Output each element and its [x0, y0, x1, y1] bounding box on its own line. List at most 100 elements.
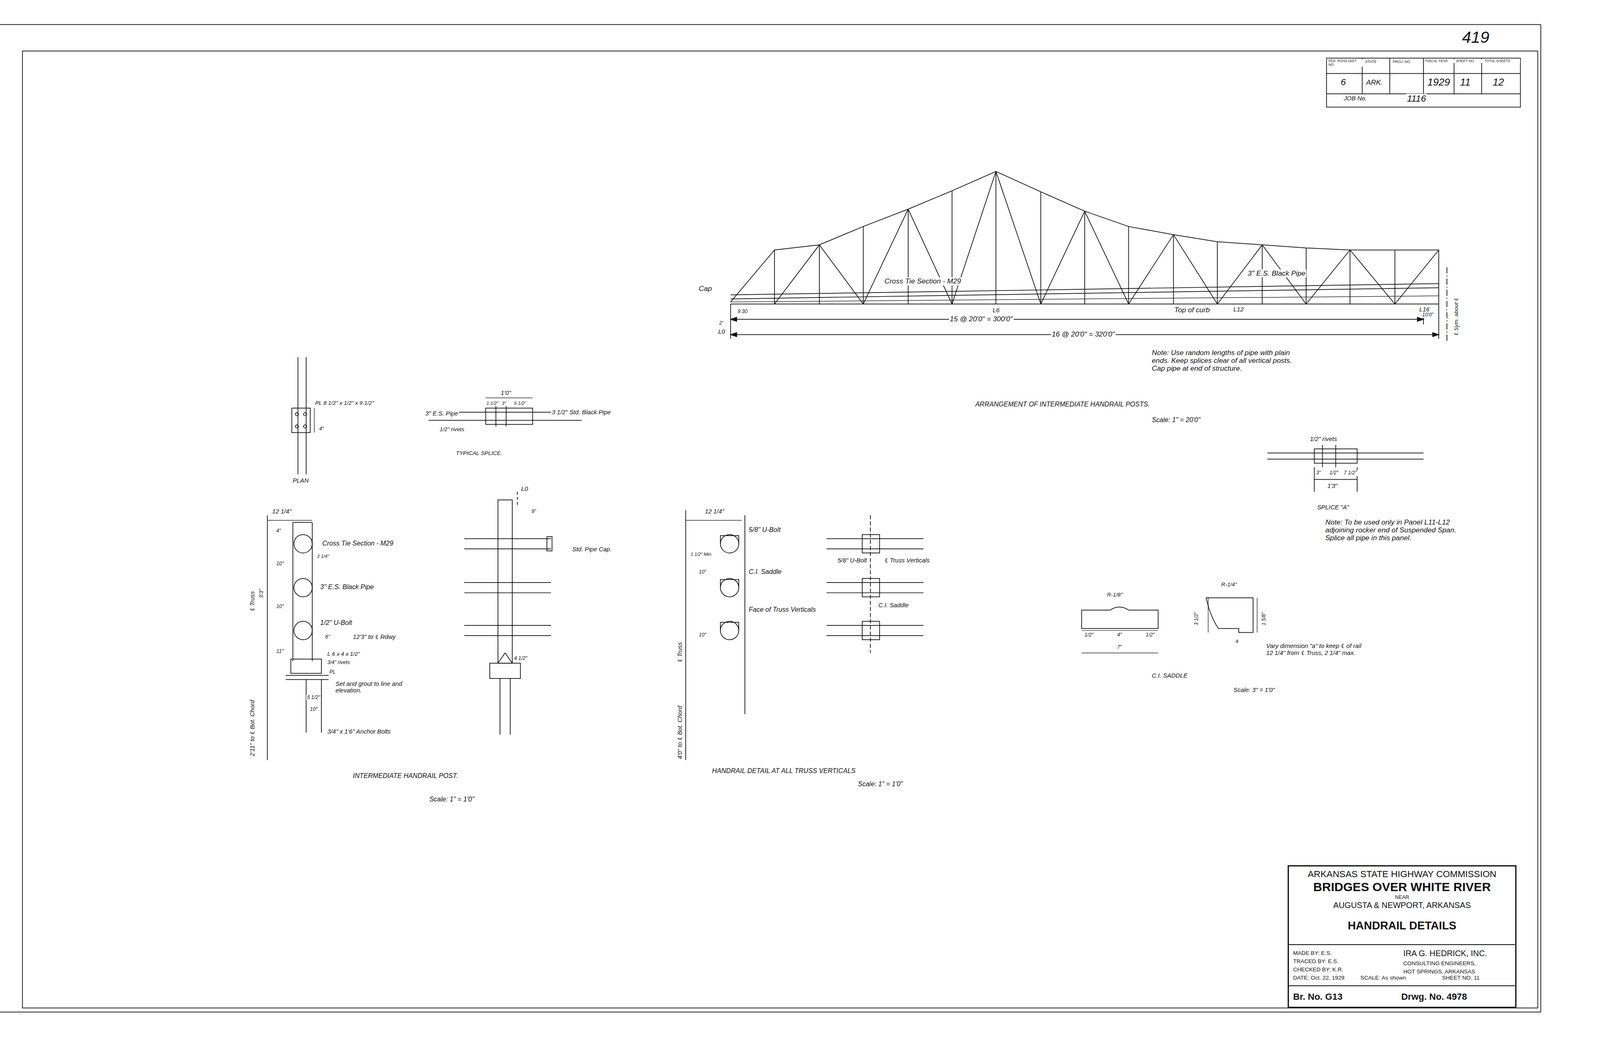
rule-line	[1288, 985, 1515, 987]
drawing-label: INTERMEDIATE HANDRAIL POST.	[351, 772, 459, 780]
drawing-label: 3" E.S. Black Pipe	[319, 583, 375, 591]
drawing-label: 3/4" rivets	[326, 660, 351, 666]
sheet-border	[0, 24, 1541, 1013]
drawing-label: ℄ Truss	[248, 590, 256, 613]
drawing-label: Set and grout to line and elevation.	[334, 680, 413, 695]
drawing-label: STATE	[1364, 60, 1377, 65]
drawing-label: 3'3"	[258, 588, 265, 600]
drawing-line	[285, 679, 329, 681]
drawing-line	[730, 318, 1424, 320]
title-text: DATE: Oct. 22, 1929	[1293, 974, 1345, 982]
title-text: TRACED BY: E.S.	[1293, 958, 1339, 965]
drawing-line	[826, 582, 924, 584]
drawing-line	[1267, 458, 1424, 460]
drawing-line	[0, 24, 1541, 26]
drawing-line	[1540, 24, 1542, 1013]
index-table	[1326, 58, 1521, 107]
drawing-label: 1929	[1426, 76, 1451, 88]
drawing-line	[1313, 467, 1315, 493]
drawing-label: TOTAL SHEETS	[1483, 59, 1520, 63]
truss-elevation	[730, 171, 1447, 342]
drawing-label: 5/8" U-Bolt	[748, 526, 782, 534]
title-text: Br. No. G13	[1293, 992, 1343, 1003]
title-text: CHECKED BY: K.R.	[1293, 966, 1344, 973]
drawing-label: Scale: 1" = 1'0"	[857, 780, 904, 789]
drawing-line	[464, 625, 552, 626]
drawing-label: Cap	[697, 284, 713, 293]
title-block: ARKANSAS STATE HIGHWAY COMMISSIONBRIDGES…	[1287, 865, 1517, 1009]
drawing-line	[293, 522, 313, 524]
drawing-line	[295, 412, 299, 416]
drawing-label: 12 1/4"	[271, 508, 293, 515]
drawing-line	[1267, 452, 1424, 454]
title-text: Drwg. No. 4978	[1401, 992, 1468, 1003]
drawing-line	[485, 397, 533, 398]
splice-a	[1267, 444, 1424, 492]
drawing-label: 5/8" U-Bolt	[836, 557, 868, 564]
drawing-label: Cross Tie Section - M29	[883, 277, 962, 286]
drawing-line	[1481, 58, 1482, 94]
drawing-line	[862, 578, 880, 598]
truss-vertical-detail	[685, 510, 924, 761]
drawing-label: ARK.	[1365, 78, 1384, 87]
drawing-line	[1207, 597, 1209, 633]
drawing-line	[1256, 597, 1258, 633]
drawing-label: L0	[717, 328, 726, 335]
drawing-label: SHEET NO.	[1455, 59, 1483, 63]
drawing-label: 1/2" U-Bolt	[319, 619, 353, 627]
drawing-label: 1 1/2"	[485, 400, 500, 406]
drawing-line	[1314, 479, 1358, 481]
drawing-line	[826, 625, 924, 626]
drawing-line	[505, 406, 507, 427]
drawing-line	[685, 510, 687, 761]
drawing-label: 3" E.S. Black Pipe	[1246, 269, 1307, 278]
intermediate-post	[267, 515, 329, 761]
drawing-line	[293, 621, 313, 640]
drawing-label: 6"	[324, 634, 331, 641]
drawing-line	[464, 548, 552, 550]
drawing-label: a	[1234, 638, 1240, 645]
drawing-label: 7 1/2"	[1342, 470, 1358, 477]
drawing-label: 10"	[697, 569, 707, 576]
drawing-label: ℄ Sym. about ℄	[1453, 297, 1460, 338]
drawing-label: 15 @ 20'0" = 300'0"	[948, 315, 1014, 324]
drawing-label: TYPICAL SPLICE.	[455, 450, 504, 457]
drawing-label: C.I. Saddle	[877, 602, 910, 609]
post-side-view	[464, 491, 552, 735]
drawing-line	[730, 304, 732, 339]
rule-line	[1288, 944, 1515, 946]
drawing-line	[290, 659, 322, 674]
drawing-label: PLAN	[291, 477, 310, 484]
drawing-line	[1423, 58, 1424, 94]
drawing-label: R-1/8"	[1106, 591, 1124, 598]
drawing-line	[1322, 444, 1324, 468]
drawing-line	[313, 408, 315, 433]
title-text: HANDRAIL DETAILS	[1288, 919, 1515, 933]
drawing-line	[546, 536, 552, 552]
drawing-label: 12 1/4"	[704, 508, 726, 515]
drawing-label: 3"	[500, 400, 507, 406]
drawing-line	[1206, 597, 1254, 633]
drawing-line	[464, 635, 552, 637]
drawing-label: 4"	[318, 426, 325, 433]
drawing-label: 4 1/2"	[513, 655, 528, 662]
drawing-label: 4'0" to ℄ Bot. Chord	[676, 705, 684, 761]
drawing-label: 1 1/2" Min.	[689, 551, 714, 557]
drawing-label: ARRANGEMENT OF INTERMEDIATE HANDRAIL POS…	[974, 400, 1151, 409]
drawing-label: L0	[520, 485, 530, 493]
drawing-line	[295, 425, 299, 428]
drawing-label: 9"	[530, 509, 537, 515]
drawing-label: SPLICE "A"	[1316, 504, 1350, 511]
title-text: IRA G. HEDRICK, INC.	[1403, 949, 1488, 959]
drawing-line	[303, 412, 307, 416]
drawing-label: 10"	[275, 561, 285, 568]
title-text: NEAR	[1288, 895, 1515, 901]
drawing-line	[285, 675, 329, 677]
drawing-label: C.I. SADDLE	[1151, 672, 1189, 680]
drawing-label: L12	[1232, 306, 1245, 313]
post-plan	[291, 357, 315, 475]
drawing-label: 3/4" x 1'6" Anchor Bolts	[326, 728, 392, 735]
drawing-line	[720, 578, 740, 598]
drawing-label: 5 1/2"	[513, 400, 527, 406]
